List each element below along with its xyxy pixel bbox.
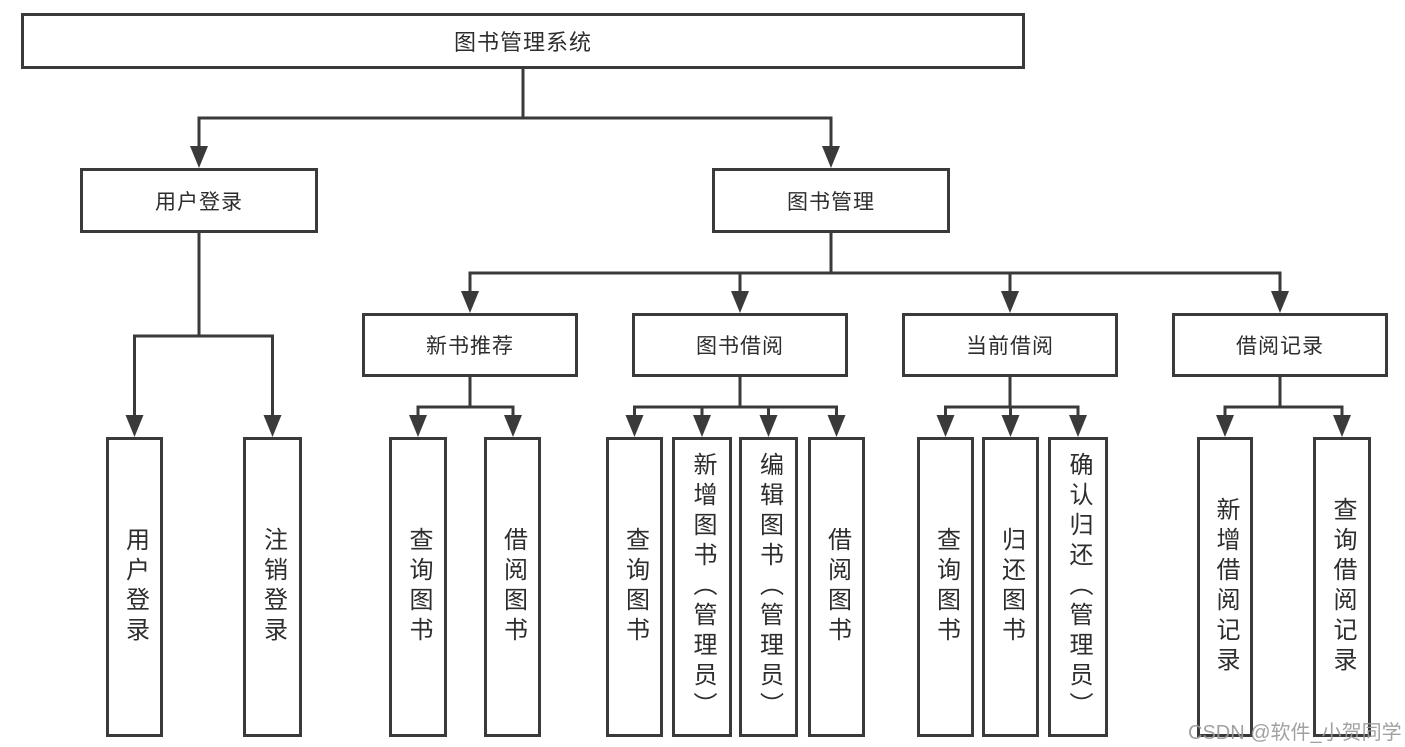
- leaf-edit-books-admin: 编辑图书（管理员）: [739, 437, 798, 737]
- leaf-query-books-recommend: 查询图书: [389, 437, 447, 737]
- node-label: 新书推荐: [426, 335, 514, 358]
- node-label: 当前借阅: [966, 335, 1054, 358]
- tree-edges: [133, 69, 1344, 420]
- leaf-add-borrow-record: 新增借阅记录: [1197, 437, 1253, 737]
- node-label: 图书借阅: [696, 335, 784, 358]
- leaf-add-books-admin: 新增图书（管理员）: [672, 437, 732, 737]
- leaf-label: 确认归还（管理员）: [1065, 452, 1092, 722]
- leaf-query-borrow-record: 查询借阅记录: [1313, 437, 1371, 737]
- leaf-label: 用户登录: [121, 527, 149, 647]
- node-current-borrowing: 当前借阅: [902, 313, 1118, 377]
- node-label: 图书管理: [787, 190, 875, 214]
- node-label: 图书管理系统: [453, 30, 592, 55]
- leaf-label: 查询图书: [621, 527, 649, 647]
- leaf-query-books-current: 查询图书: [917, 437, 974, 737]
- leaf-label: 查询图书: [405, 527, 432, 647]
- leaf-borrow-books-recommend: 借阅图书: [484, 437, 541, 737]
- leaf-label: 注销登录: [259, 527, 287, 647]
- node-new-book-recommend: 新书推荐: [362, 313, 578, 377]
- leaf-label: 新增借阅记录: [1212, 497, 1239, 677]
- leaf-label: 归还图书: [997, 527, 1025, 647]
- leaf-confirm-return-admin: 确认归还（管理员）: [1048, 437, 1108, 737]
- node-label: 用户登录: [155, 190, 243, 214]
- node-user-login-group: 用户登录: [80, 168, 318, 233]
- leaf-label: 编辑图书（管理员）: [755, 452, 783, 722]
- node-label: 借阅记录: [1236, 335, 1324, 358]
- leaf-label: 借阅图书: [499, 527, 527, 647]
- csdn-watermark: CSDN @软件_小贺同学: [1188, 722, 1402, 744]
- leaf-label: 查询图书: [932, 527, 960, 647]
- leaf-return-books: 归还图书: [982, 437, 1039, 737]
- arrowheads: [125, 146, 1351, 437]
- leaf-logout: 注销登录: [243, 437, 302, 737]
- leaf-user-login: 用户登录: [106, 437, 163, 737]
- node-system-root: 图书管理系统: [21, 13, 1025, 69]
- node-borrow-records: 借阅记录: [1172, 313, 1388, 377]
- leaf-label: 查询借阅记录: [1329, 497, 1356, 677]
- node-book-management: 图书管理: [712, 168, 950, 233]
- leaf-label: 新增图书（管理员）: [689, 452, 716, 722]
- leaf-borrow-books-borrowing: 借阅图书: [808, 437, 865, 737]
- node-book-borrowing: 图书借阅: [632, 313, 848, 377]
- leaf-query-books-borrowing: 查询图书: [606, 437, 663, 737]
- leaf-label: 借阅图书: [823, 527, 851, 647]
